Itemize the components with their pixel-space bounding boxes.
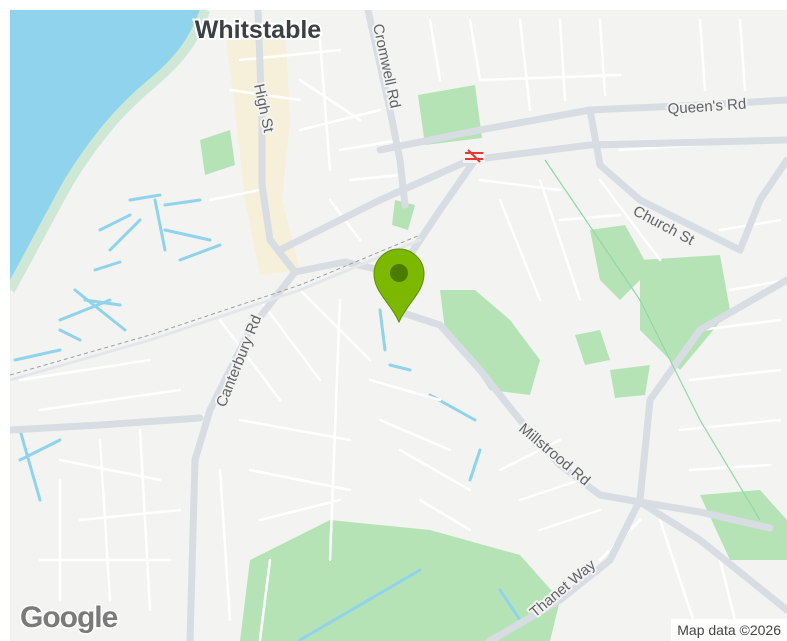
east-road: [636, 498, 787, 614]
road-label-queens: Queen's Rd: [667, 96, 747, 118]
location-marker-icon[interactable]: [373, 248, 425, 324]
road-label-cromwell: Cromwell Rd: [369, 22, 403, 110]
map-view[interactable]: Whitstable Cromwell Rd High St Queen's R…: [10, 10, 787, 641]
google-logo: Google: [20, 601, 118, 634]
sea: [10, 10, 205, 290]
west-road: [10, 414, 204, 434]
church-st-road: [586, 106, 744, 254]
beach: [10, 10, 210, 293]
train-station-icon[interactable]: [463, 148, 485, 163]
footpath: [544, 159, 761, 521]
railway: [10, 234, 421, 376]
road-label-millstrood: Millstrood Rd: [515, 420, 593, 489]
rail-line: [10, 238, 422, 382]
parks: [200, 85, 787, 641]
map-attribution[interactable]: Map data ©2026: [671, 619, 787, 641]
millstrood-rd-road: [396, 308, 774, 532]
road-label-canterbury: Canterbury Rd: [213, 313, 265, 410]
water-channels: [13, 193, 522, 641]
map-canvas: Whitstable Cromwell Rd High St Queen's R…: [10, 10, 787, 641]
town-label: Whitstable: [195, 16, 321, 44]
church-link-road: [736, 156, 787, 254]
canterbury-rd-road: [186, 268, 299, 641]
cromwell-rd-road: [364, 10, 409, 209]
